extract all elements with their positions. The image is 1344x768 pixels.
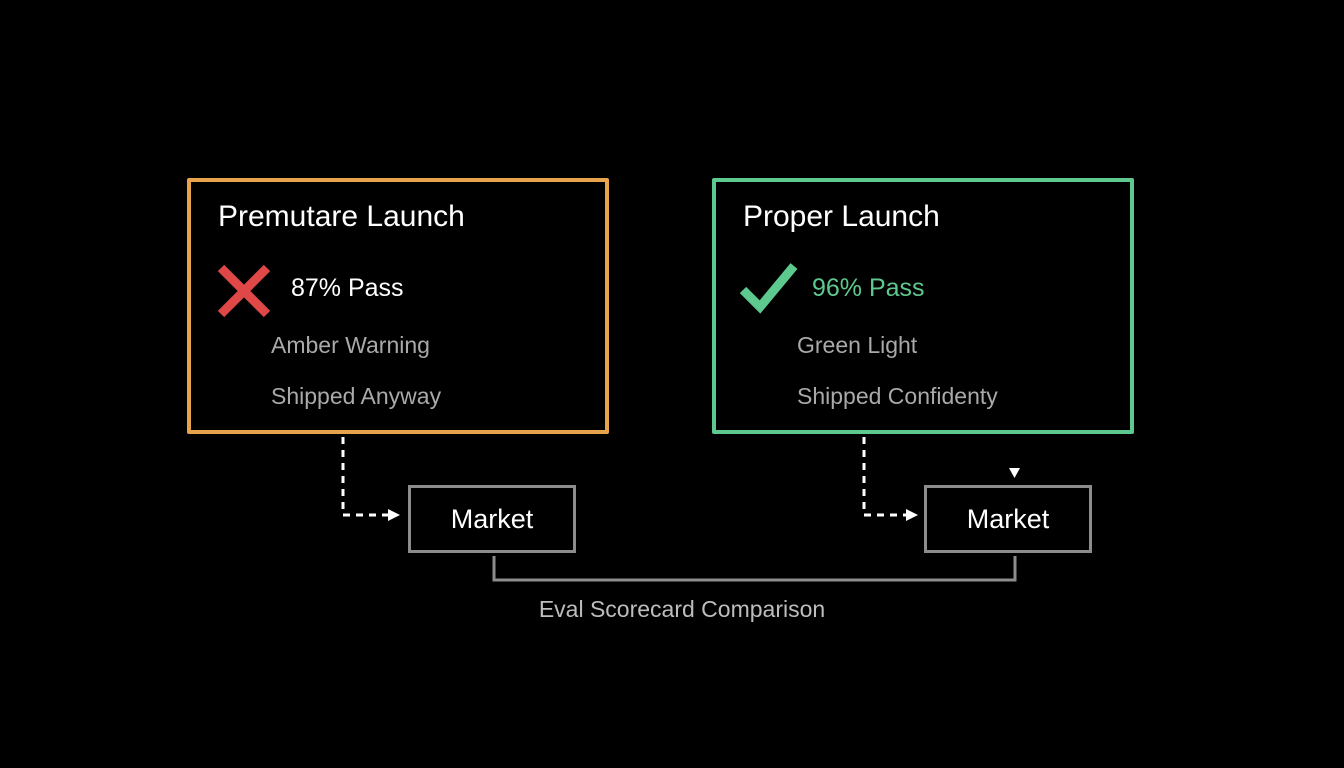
pass-rate: 96% Pass [812, 274, 925, 302]
left-dashed-connector [341, 437, 388, 517]
market-box-premature: Market [408, 485, 576, 553]
check-icon [739, 263, 798, 314]
left-arrowhead [388, 509, 400, 521]
comparison-bracket [492, 556, 1017, 582]
outcome-line: Shipped Anyway [271, 383, 442, 409]
market-label: Market [966, 503, 1050, 534]
right-dashed-connector [862, 437, 906, 517]
right-arrowhead [906, 509, 918, 521]
outcome-line: Shipped Confidenty [797, 383, 998, 409]
comparison-caption: Eval Scorecard Comparison [538, 596, 826, 622]
status-line: Amber Warning [271, 332, 430, 358]
market-label: Market [450, 503, 534, 534]
cross-icon [217, 264, 271, 318]
premature-launch-card: Premutare Launch 87% Pass Amber Warning … [187, 178, 609, 434]
card-title: Proper Launch [743, 200, 940, 233]
pass-rate: 87% Pass [291, 274, 404, 302]
right-market-down-arrow [1009, 468, 1020, 478]
market-box-proper: Market [924, 485, 1092, 553]
status-line: Green Light [797, 332, 918, 358]
card-title: Premutare Launch [218, 200, 465, 233]
proper-launch-card: Proper Launch 96% Pass Green Light Shipp… [712, 178, 1134, 434]
